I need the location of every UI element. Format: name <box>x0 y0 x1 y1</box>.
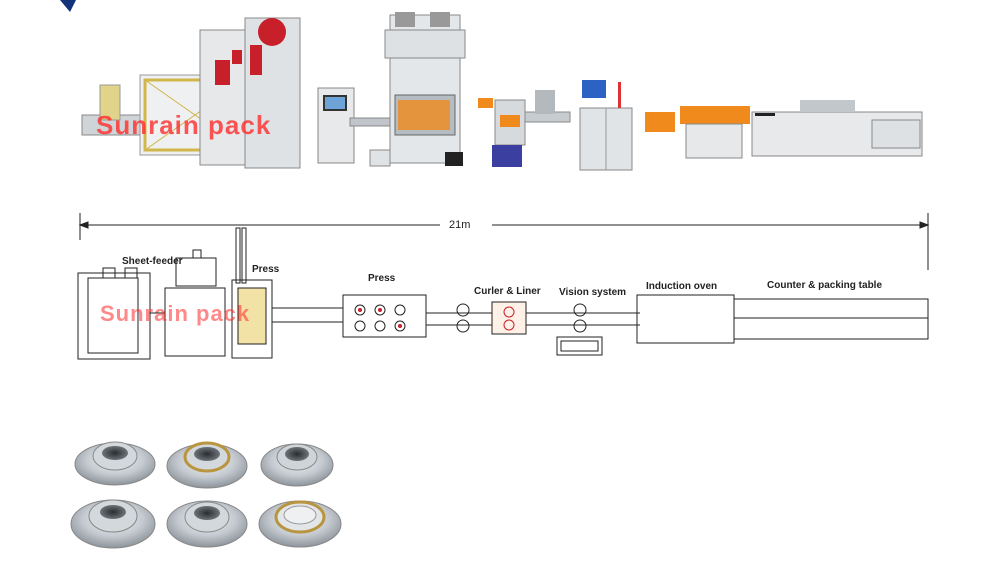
can-end-2 <box>166 441 248 489</box>
conveyor-lines <box>272 307 640 326</box>
label-press-2: Press <box>368 273 396 284</box>
can-end-6 <box>258 500 342 548</box>
label-curler-liner: Curler & Liner <box>474 286 541 297</box>
induction-oven-machine <box>680 106 750 159</box>
counter-packing-machine <box>751 100 923 157</box>
can-end-1 <box>74 441 156 486</box>
label-counter-packing: Counter & packing table <box>767 280 883 291</box>
can-end-4 <box>70 499 156 549</box>
curler-liner-machine <box>478 90 571 167</box>
corner-arrow-icon <box>60 0 76 12</box>
watermark-top: Sunrain pack <box>96 110 272 140</box>
induction-oven-block <box>636 294 735 344</box>
vision-system-block <box>556 303 603 356</box>
sheet-feeder-machine <box>81 17 301 169</box>
can-end-samples <box>70 441 342 549</box>
dimension-line <box>78 213 930 270</box>
can-end-3 <box>260 443 334 487</box>
label-induction-oven: Induction oven <box>646 281 718 292</box>
curler-liner-block <box>456 301 527 335</box>
counter-packing-block <box>733 298 929 340</box>
vision-system-machine <box>579 80 633 171</box>
control-cabinet <box>317 87 355 164</box>
press-2-block <box>342 294 427 338</box>
label-vision-system: Vision system <box>559 287 627 298</box>
production-line-photo <box>81 12 923 171</box>
label-sheet-feeder: Sheet-feeder <box>122 256 183 267</box>
press-1-block <box>231 227 273 359</box>
watermark-bottom: Sunrain pack <box>100 301 251 326</box>
can-end-5 <box>166 500 248 548</box>
layout-drawing <box>77 213 930 360</box>
dimension-label: 21m <box>449 219 471 231</box>
label-press-1: Press <box>252 264 280 275</box>
sheet-feeder-block <box>77 249 226 360</box>
press-machine <box>369 12 466 167</box>
